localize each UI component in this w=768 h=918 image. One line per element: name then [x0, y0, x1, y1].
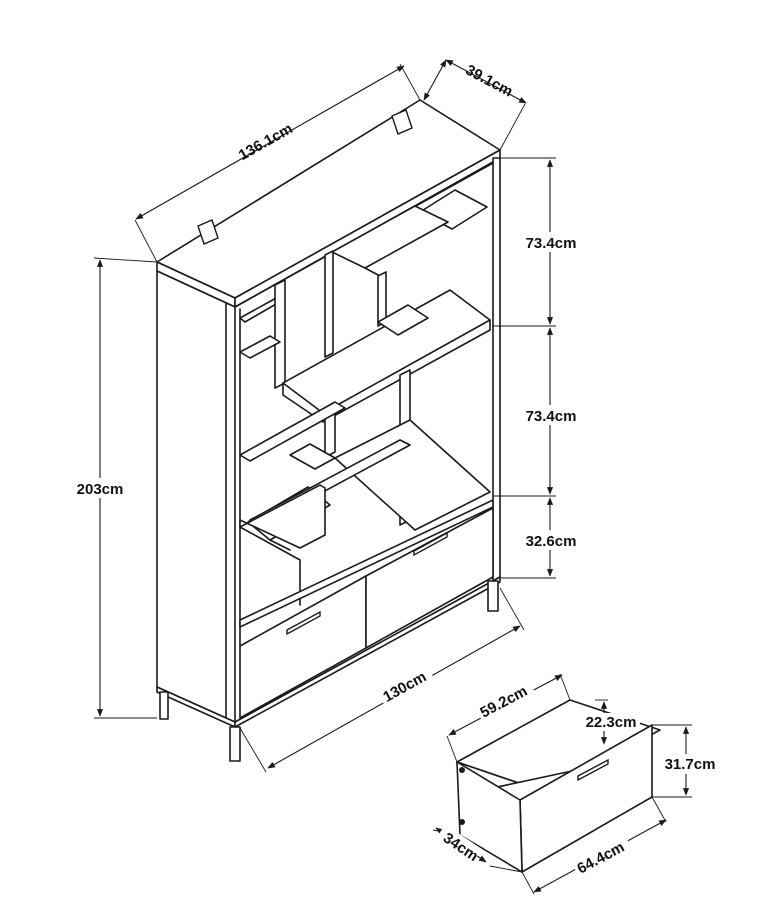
leg-front-right [229, 726, 241, 762]
depth-top-label: 39.1cm [463, 62, 516, 101]
shelf-lower-left [239, 401, 346, 462]
left-side-panel [156, 270, 236, 723]
drawer-right-handle [413, 531, 448, 557]
section-lower-label: 32.6cm [526, 533, 577, 550]
section-middle-label: 73.4cm [526, 408, 577, 425]
divider-upper-b [324, 250, 334, 358]
width-base-label: 130cm [380, 668, 429, 706]
right-side-panel [492, 157, 501, 582]
drawer-inner-height-label: 22.3cm [586, 714, 637, 731]
bookcase-drawing [156, 99, 501, 762]
drawer-right-front [365, 507, 494, 649]
drawer-detail-handle [577, 758, 609, 782]
width-top-label: 136.1cm [236, 120, 296, 164]
height-total-label: 203cm [77, 481, 124, 498]
wall-bracket-left [197, 219, 219, 245]
bookcase-dimensions: 136.1cm 39.1cm 203cm 73.4cm 73.4cm 32.6c… [72, 59, 584, 773]
shelf-lower-right [334, 419, 491, 531]
shelf-upper-mid [331, 205, 449, 269]
leg-back-right [487, 580, 499, 612]
leg-front-left [159, 691, 169, 720]
section-upper-label: 73.4cm [526, 235, 577, 252]
shelf-middle-small [377, 304, 429, 336]
divider-upper-a [274, 279, 286, 389]
shelf-bottom-box [239, 484, 326, 549]
drawer-top-deck [239, 499, 494, 628]
drawer-front-height-label: 31.7cm [665, 756, 716, 773]
shelf-mid-left [239, 335, 281, 359]
